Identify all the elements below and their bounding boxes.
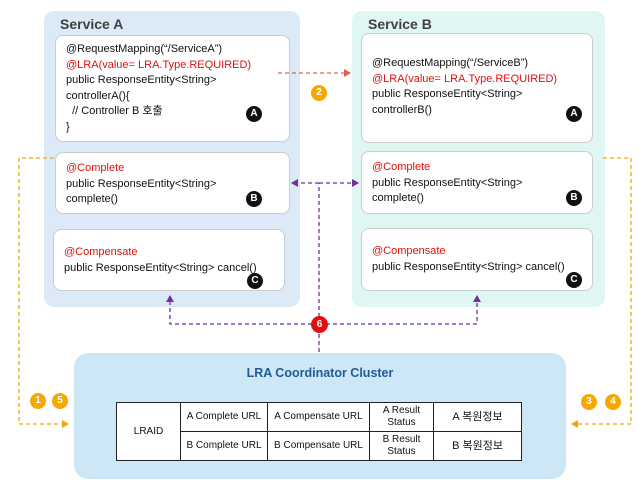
code-line: // Controller B 호출 [66,105,163,117]
lra-table: LRAID A Complete URL A Compensate URL A … [116,402,522,461]
service-b-compensate-box: @Compensate public ResponseEntity<String… [361,228,593,291]
badge-a: A [246,106,262,122]
code-line-annotation: @Compensate [64,246,138,258]
table-cell: B Complete URL [180,431,268,461]
badge-a: A [566,106,582,122]
step-2-badge: 2 [311,85,327,101]
badge-b: B [566,190,582,206]
arrow-to-a-compensate [166,295,319,325]
lraid-cell: LRAID [116,402,181,461]
arrow-a-to-coordinator [18,157,69,428]
code-line: controllerB() [372,103,432,116]
lra-coordinator-cluster: LRA Coordinator Cluster LRAID A Complete… [74,353,566,479]
coordinator-title: LRA Coordinator Cluster [246,366,394,380]
code-line: complete() [66,193,118,205]
code-line-annotation: @Complete [66,162,125,174]
code-line-annotation: @Compensate [372,245,446,257]
arrow-b-to-coordinator [571,157,632,428]
step-3-badge: 3 [581,394,597,410]
badge-c: C [566,272,582,288]
step-1-badge: 1 [30,393,46,409]
service-a-compensate-box: @Compensate public ResponseEntity<String… [53,229,285,291]
step-5-badge: 5 [52,393,68,409]
code-line: public ResponseEntity<String> [372,88,523,100]
badge-b: B [246,191,262,207]
code-line: @RequestMapping(“/ServiceB”) [372,57,529,69]
code-line: controllerA(){ [66,89,130,102]
code-line-annotation: @Complete [372,161,431,173]
code-line-annotation: @LRA(value= LRA.Type.REQUIRED) [372,72,558,85]
service-b-controller-box: @RequestMapping(“/ServiceB”) @LRA(value=… [361,33,593,143]
step-6-badge: 6 [311,316,328,333]
code-line: public ResponseEntity<String> [66,177,217,190]
code-line: @RequestMapping(“/ServiceA”) [66,43,223,55]
code-line: public ResponseEntity<String> cancel() [372,260,565,273]
arrow-to-b-compensate [319,295,481,325]
service-b-complete-box: @Complete public ResponseEntity<String> … [361,151,593,214]
service-a-controller-box: @RequestMapping(“/ServiceA”) @LRA(value=… [55,35,290,142]
code-line: } [66,120,70,133]
service-b-title: Service B [368,16,432,32]
step-4-badge: 4 [605,394,621,410]
code-line-annotation: @LRA(value= LRA.Type.REQUIRED) [66,58,252,71]
table-row: B Complete URL B Compensate URL B Result… [117,431,522,461]
code-line: complete() [372,192,424,204]
table-cell: B Result Status [369,431,434,461]
table-cell: B 복원정보 [433,431,522,461]
code-line: public ResponseEntity<String> [66,74,217,86]
service-a-complete-box: @Complete public ResponseEntity<String> … [55,152,290,214]
service-a-title: Service A [60,16,124,32]
table-cell: A Compensate URL [267,402,370,432]
badge-c: C [247,273,263,289]
code-line: public ResponseEntity<String> cancel() [64,261,257,274]
table-cell: A 복원정보 [433,402,522,432]
code-line: public ResponseEntity<String> [372,176,523,189]
